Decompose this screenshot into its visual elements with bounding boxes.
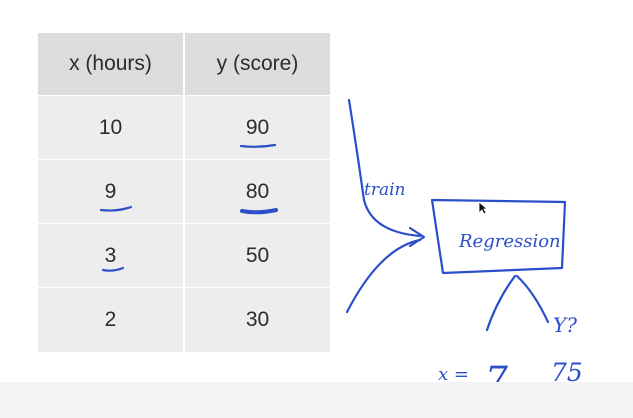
column-header-y-label: y (score) bbox=[216, 52, 299, 75]
input-arrow-top bbox=[347, 98, 422, 238]
table-cell-x-4: 2 bbox=[38, 288, 183, 352]
table-cell-text: 90 bbox=[245, 115, 270, 139]
table-cell-text: 10 bbox=[98, 115, 123, 139]
table-cell-text: 80 bbox=[245, 179, 270, 203]
y-question-label: Y? bbox=[553, 313, 577, 337]
column-header-x: x (hours) bbox=[38, 33, 183, 95]
column-header-y: y (score) bbox=[185, 33, 330, 95]
data-table: x (hours) y (score) 10 90 9 80 3 50 2 30 bbox=[38, 33, 330, 352]
bottom-bar bbox=[0, 382, 633, 418]
regression-box bbox=[430, 198, 567, 275]
table-cell-y-2: 80 bbox=[185, 160, 330, 223]
table-cell-text: 50 bbox=[245, 243, 270, 267]
table-cell-text: 9 bbox=[104, 179, 117, 203]
table-cell-y-4: 30 bbox=[185, 288, 330, 352]
regression-label: Regression bbox=[458, 231, 561, 252]
table-cell-y-1: 90 bbox=[185, 96, 330, 159]
table-cell-x-1: 10 bbox=[38, 96, 183, 159]
input-x-line bbox=[485, 274, 517, 332]
table-cell-text: 3 bbox=[104, 243, 117, 267]
table-cell-text: 2 bbox=[104, 308, 117, 331]
train-label: train bbox=[364, 180, 405, 200]
table-cell-x-2: 9 bbox=[38, 160, 183, 223]
arrowhead-icon bbox=[408, 226, 426, 248]
table-cell-y-3: 50 bbox=[185, 224, 330, 287]
column-header-x-label: x (hours) bbox=[69, 52, 152, 75]
table-cell-x-3: 3 bbox=[38, 224, 183, 287]
mouse-cursor-icon bbox=[478, 201, 488, 215]
table-cell-text: 30 bbox=[245, 308, 270, 331]
output-y-line bbox=[515, 274, 550, 324]
input-arrow-bottom bbox=[345, 238, 422, 314]
